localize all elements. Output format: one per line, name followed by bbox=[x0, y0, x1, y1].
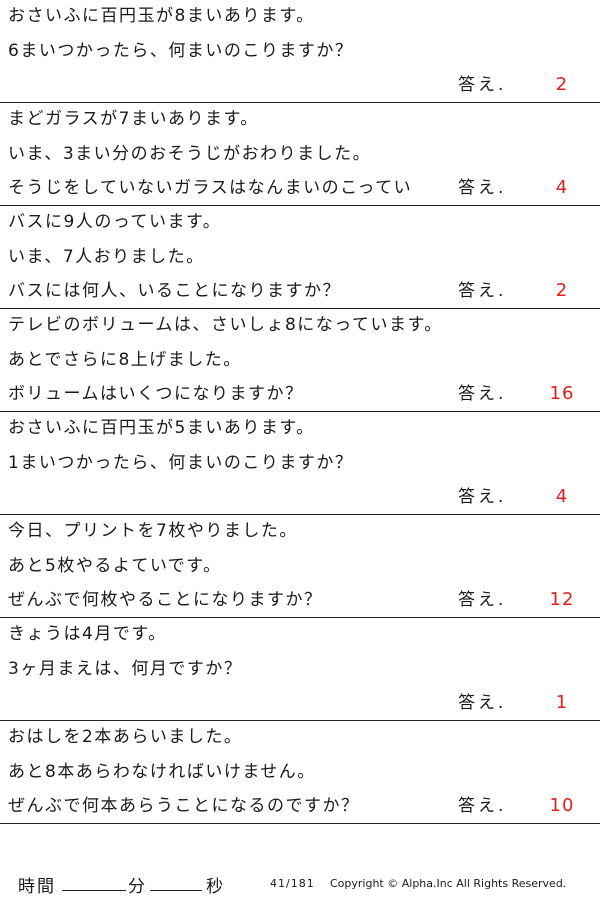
problem-line: まどガラスが7まいあります。 bbox=[8, 109, 259, 129]
problem-line: ぜんぶで何枚やることになりますか？ bbox=[8, 590, 323, 610]
problem-line: あと5枚やるよていです。 bbox=[8, 556, 222, 576]
problem-line: 今日、プリントを7枚やりました。 bbox=[8, 521, 298, 541]
answer-value: 1 bbox=[555, 692, 569, 713]
problem-1: おさいふに百円玉が8まいあります。 6まいつかったら、何まいのこりますか？ 答え… bbox=[0, 0, 600, 103]
footer: 時間 分 秒 41/181 Copyright © Alpha.Inc All … bbox=[0, 868, 600, 898]
answer-label: 答え. bbox=[456, 178, 507, 198]
second-label: 秒 bbox=[206, 877, 223, 897]
answer-value: 4 bbox=[555, 486, 569, 507]
problem-line: バスに9人のっています。 bbox=[8, 212, 222, 232]
problem-line: そうじをしていないガラスはなんまいのこってい bbox=[8, 178, 413, 198]
problem-6: 今日、プリントを7枚やりました。 あと5枚やるよていです。 ぜんぶで何枚やること… bbox=[0, 515, 600, 618]
answer-label: 答え. bbox=[456, 487, 507, 507]
problem-line: 3ヶ月まえは、何月ですか？ bbox=[8, 659, 243, 679]
answer-value: 10 bbox=[549, 795, 575, 816]
answer-value: 2 bbox=[555, 74, 569, 95]
problem-7: きょうは4月です。 3ヶ月まえは、何月ですか？ 答え. 1 bbox=[0, 618, 600, 721]
problem-5: おさいふに百円玉が5まいあります。 1まいつかったら、何まいのこりますか？ 答え… bbox=[0, 412, 600, 515]
copyright-notice: Copyright © Alpha.Inc All Rights Reserve… bbox=[330, 877, 567, 890]
answer-label: 答え. bbox=[456, 384, 507, 404]
problem-line: あと8本あらわなければいけません。 bbox=[8, 762, 316, 782]
answer-value: 2 bbox=[555, 280, 569, 301]
problem-line: テレビのボリュームは、さいしょ8になっています。 bbox=[8, 315, 443, 335]
problem-line: おさいふに百円玉が8まいあります。 bbox=[8, 6, 315, 26]
minutes-blank[interactable] bbox=[62, 890, 126, 891]
problem-line: ボリュームはいくつになりますか？ bbox=[8, 384, 304, 404]
minute-label: 分 bbox=[128, 877, 145, 897]
answer-value: 12 bbox=[549, 589, 575, 610]
answer-label: 答え. bbox=[456, 796, 507, 816]
problem-8: おはしを2本あらいました。 あと8本あらわなければいけません。 ぜんぶで何本あら… bbox=[0, 721, 600, 824]
answer-value: 4 bbox=[555, 177, 569, 198]
answer-label: 答え. bbox=[456, 590, 507, 610]
answer-label: 答え. bbox=[456, 75, 507, 95]
problem-line: いま、3まい分のおそうじがおわりました。 bbox=[8, 144, 372, 164]
problem-2: まどガラスが7まいあります。 いま、3まい分のおそうじがおわりました。 そうじを… bbox=[0, 103, 600, 206]
problem-line: 6まいつかったら、何まいのこりますか？ bbox=[8, 41, 354, 61]
answer-value: 16 bbox=[549, 383, 575, 404]
problem-line: きょうは4月です。 bbox=[8, 624, 167, 644]
problem-3: バスに9人のっています。 いま、7人おりました。 バスには何人、いることになりま… bbox=[0, 206, 600, 309]
problem-4: テレビのボリュームは、さいしょ8になっています。 あとでさらに8上げました。 ボ… bbox=[0, 309, 600, 412]
time-label: 時間 bbox=[18, 877, 56, 897]
answer-label: 答え. bbox=[456, 281, 507, 301]
problem-line: ぜんぶで何本あらうことになるのですか？ bbox=[8, 796, 360, 816]
problem-line: 1まいつかったら、何まいのこりますか？ bbox=[8, 453, 354, 473]
problem-line: いま、7人おりました。 bbox=[8, 247, 205, 267]
seconds-blank[interactable] bbox=[150, 890, 202, 891]
answer-label: 答え. bbox=[456, 693, 507, 713]
problem-line: バスには何人、いることになりますか？ bbox=[8, 281, 341, 301]
problem-line: おはしを2本あらいました。 bbox=[8, 727, 243, 747]
page-number: 41/181 bbox=[270, 877, 315, 890]
problem-line: おさいふに百円玉が5まいあります。 bbox=[8, 418, 315, 438]
problem-line: あとでさらに8上げました。 bbox=[8, 350, 242, 370]
